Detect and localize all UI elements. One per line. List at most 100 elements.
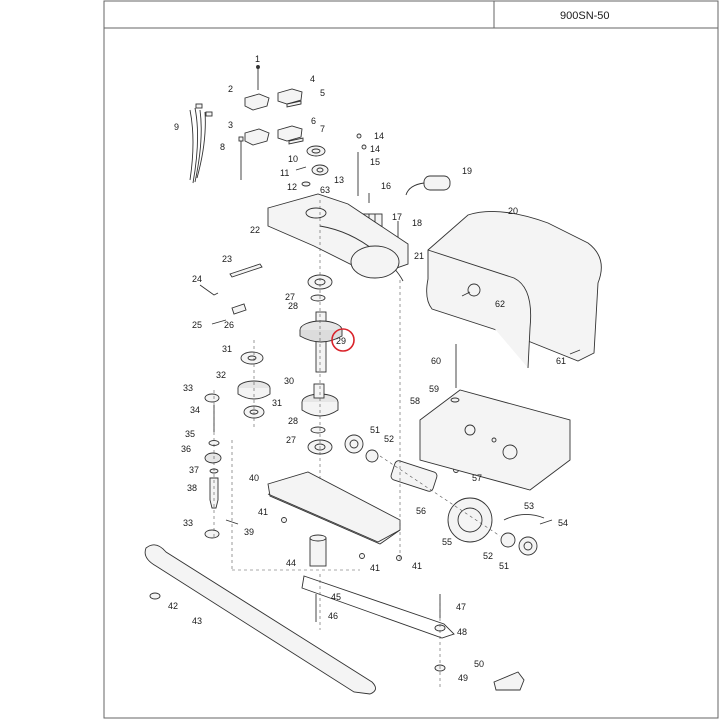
callout-label-37: 37: [189, 465, 199, 475]
part-rotor-56: [390, 460, 438, 492]
callout-label-2: 2: [228, 84, 233, 94]
callout-label-32: 32: [216, 370, 226, 380]
part-plate-45: [301, 575, 455, 639]
callout-label-15: 15: [370, 157, 380, 167]
callout-label-31: 31: [272, 398, 282, 408]
callout-label-41: 41: [412, 561, 422, 571]
part-screw-61: [569, 349, 581, 355]
part-gear-30: [301, 383, 339, 417]
callout-label-41: 41: [258, 507, 268, 517]
part-washer-12: [301, 181, 311, 187]
part-bearing-31-top: [240, 351, 264, 365]
part-cover-20: [426, 211, 602, 369]
callout-label-9: 9: [174, 122, 179, 132]
callout-label-54: 54: [558, 518, 568, 528]
callout-label-30: 30: [284, 376, 294, 386]
part-baseplate-58: [419, 389, 571, 491]
callout-label-36: 36: [181, 444, 191, 454]
callout-label-55: 55: [442, 537, 452, 547]
callout-label-8: 8: [220, 142, 225, 152]
callout-label-60: 60: [431, 356, 441, 366]
callout-label-49: 49: [458, 673, 468, 683]
callout-label-35: 35: [185, 429, 195, 439]
part-screw-11: [295, 166, 307, 171]
part-bracket-50: [493, 671, 525, 691]
part-pin-5: [286, 100, 302, 108]
part-plate-26: [231, 303, 247, 315]
callout-label-20: 20: [508, 206, 518, 216]
callout-label-62: 62: [495, 299, 505, 309]
callout-label-10: 10: [288, 154, 298, 164]
callout-label-47: 47: [456, 602, 466, 612]
part-bearing-51-top: [344, 434, 364, 454]
part-pin-7: [288, 137, 304, 145]
part-ring-28-top: [310, 294, 326, 302]
callout-label-45: 45: [331, 592, 341, 602]
part-screw-41-c: [396, 555, 402, 561]
callout-label-51: 51: [499, 561, 509, 571]
callout-label-57: 57: [472, 473, 482, 483]
part-cover-6: [277, 125, 303, 142]
part-bracket-2: [244, 93, 270, 111]
callout-label-29: 29: [336, 336, 346, 346]
callout-label-34: 34: [190, 405, 200, 415]
part-washer-42: [149, 592, 161, 600]
callout-label-46: 46: [328, 611, 338, 621]
callout-label-58: 58: [410, 396, 420, 406]
part-cam-10: [306, 145, 326, 157]
callout-label-5: 5: [320, 88, 325, 98]
part-screw-41-a: [281, 517, 287, 523]
callout-label-59: 59: [429, 384, 439, 394]
callout-label-17: 17: [392, 212, 402, 222]
callout-label-31: 31: [222, 344, 232, 354]
part-cover-4: [277, 88, 303, 105]
callout-label-23: 23: [222, 254, 232, 264]
highlight-circle: [331, 328, 355, 352]
part-screw-8: [238, 136, 244, 180]
callout-label-19: 19: [462, 166, 472, 176]
callout-label-61: 61: [556, 356, 566, 366]
part-screw-1: [256, 65, 260, 90]
part-screw-41-b: [359, 553, 365, 559]
callout-label-52: 52: [483, 551, 493, 561]
callout-label-28: 28: [288, 416, 298, 426]
part-cam-13: [311, 164, 329, 176]
callout-label-14: 14: [374, 131, 384, 141]
part-stator-55: [447, 497, 493, 543]
callout-label-63: 63: [320, 185, 330, 195]
callout-label-33: 33: [183, 383, 193, 393]
part-bearing-33-bottom: [204, 529, 220, 539]
callout-label-41: 41: [370, 563, 380, 573]
callout-label-24: 24: [192, 274, 202, 284]
callout-label-6: 6: [311, 116, 316, 126]
assembly-guides: [213, 200, 501, 690]
part-gear-36: [204, 452, 222, 464]
callout-label-14: 14: [370, 144, 380, 154]
parts-art: [144, 65, 602, 695]
callout-label-50: 50: [474, 659, 484, 669]
callout-label-25: 25: [192, 320, 202, 330]
callout-label-13: 13: [334, 175, 344, 185]
callout-label-7: 7: [320, 124, 325, 134]
callout-label-56: 56: [416, 506, 426, 516]
part-screw-25: [211, 319, 227, 325]
part-lowerhousing-40: [267, 471, 401, 545]
part-wire-53: [503, 514, 545, 521]
part-seal-52-top: [365, 449, 379, 463]
callout-label-27: 27: [285, 292, 295, 302]
part-wiring-9: [189, 103, 213, 184]
callout-labels: 1234567891011121314141516171819202122232…: [168, 54, 568, 683]
part-housing-22: [267, 193, 409, 282]
callout-label-22: 22: [250, 225, 260, 235]
callout-label-28: 28: [288, 301, 298, 311]
part-screw-39: [225, 519, 239, 525]
callout-label-44: 44: [286, 558, 296, 568]
part-screw-14: [356, 133, 367, 150]
part-washer-59: [450, 397, 460, 403]
part-sleeve-44: [309, 534, 327, 567]
part-bearing-51-bottom: [518, 536, 538, 556]
drawing-frame: [103, 0, 719, 719]
drawing-code: 900SN-50: [560, 10, 610, 22]
